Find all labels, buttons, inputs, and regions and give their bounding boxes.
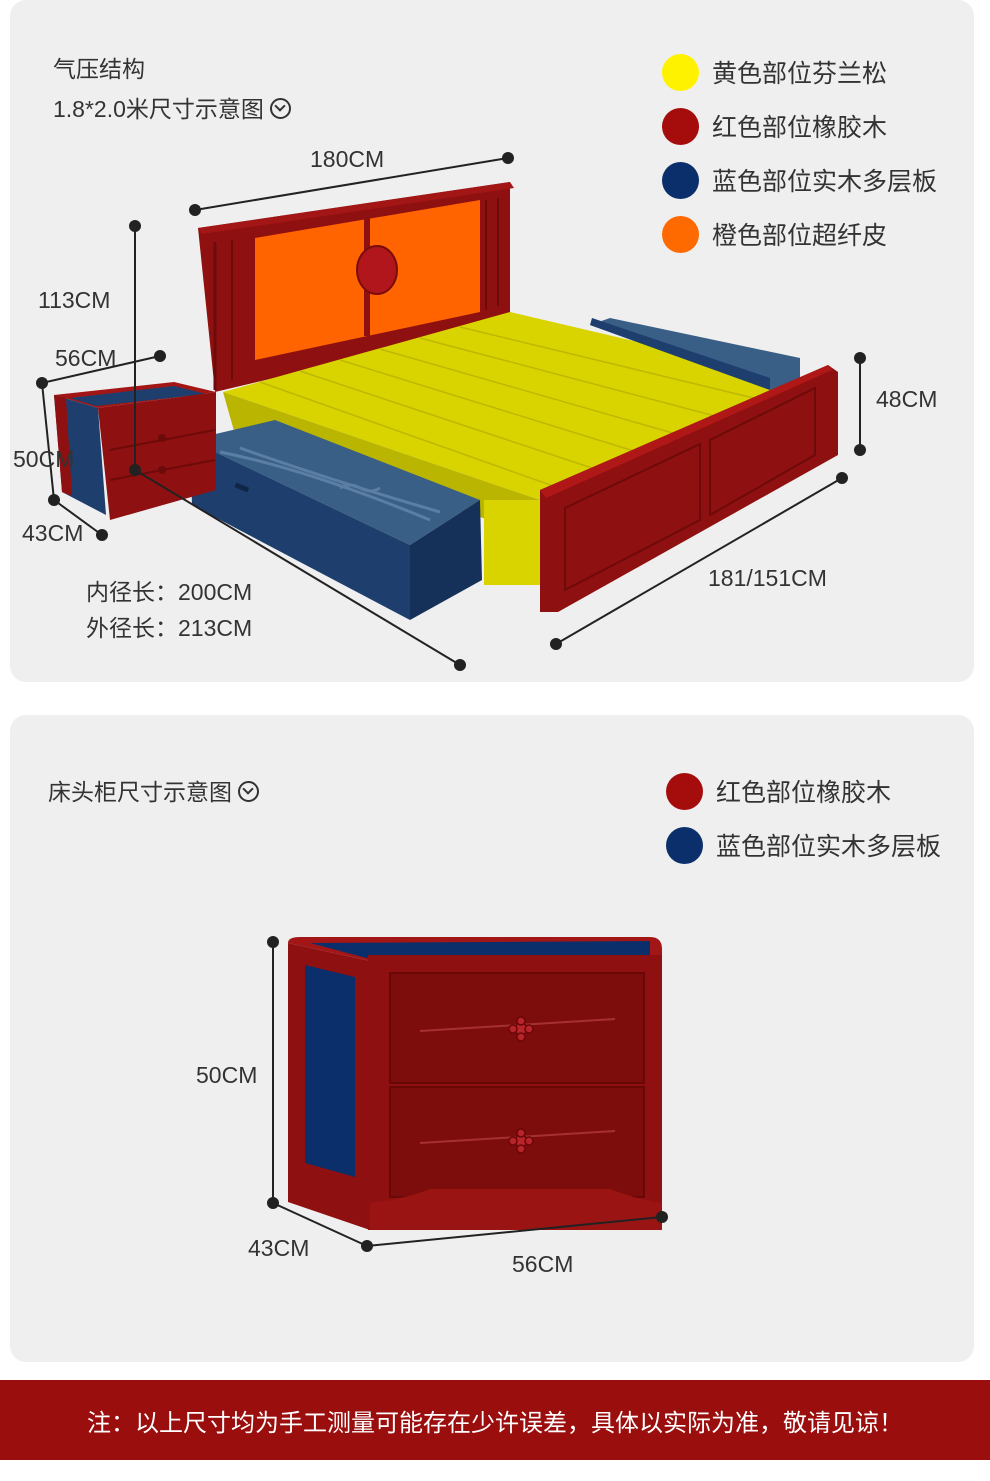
legend-label: 橙色部位超纤皮: [712, 222, 888, 250]
bed-width-label: 180CM: [310, 146, 384, 172]
legend-label: 蓝色部位实木多层板: [712, 168, 938, 196]
bed-material-legend: 黄色部位芬兰松 红色部位橡胶木 蓝色部位实木多层板 橙色部位超纤皮: [662, 45, 937, 261]
legend-label: 红色部位橡胶木: [716, 779, 892, 807]
legend-item-red: 红色部位橡胶木: [666, 764, 941, 818]
bed-structure-title: 气压结构: [53, 56, 145, 82]
legend-label: 红色部位橡胶木: [712, 114, 888, 142]
blue-swatch: [666, 826, 703, 864]
storage-drawer: [190, 420, 482, 620]
legend-item-blue: 蓝色部位实木多层板: [662, 153, 937, 207]
legend-label: 蓝色部位实木多层板: [716, 833, 942, 861]
footboard-height-label: 48CM: [876, 386, 937, 412]
dimension-lines: [36, 152, 866, 671]
legend-item-orange: 橙色部位超纤皮: [662, 207, 937, 261]
bed-size-subtitle: 1.8*2.0米尺寸示意图: [53, 90, 291, 124]
measurement-note-text: 注：以上尺寸均为手工测量可能存在少许误差，具体以实际为准，敬请见谅！: [87, 1409, 903, 1437]
yellow-swatch: [662, 53, 699, 91]
nightstand-depth-label: 43CM: [248, 1235, 309, 1261]
nightstand-diagram: 50CM 43CM 56CM: [196, 936, 668, 1277]
bed-dimension-panel: 气压结构 1.8*2.0米尺寸示意图 黄色部位芬兰松 红色部位橡胶木 蓝色部位实…: [10, 0, 974, 682]
nightstand-size-title: 床头柜尺寸示意图: [48, 773, 259, 807]
red-swatch: [666, 772, 703, 810]
blue-swatch: [662, 161, 699, 199]
nightstand-width-label: 56CM: [55, 345, 116, 371]
nightstand-material-legend: 红色部位橡胶木 蓝色部位实木多层板: [666, 764, 941, 872]
nightstand-depth-label: 43CM: [22, 520, 83, 546]
chevron-down-circle-icon: [238, 781, 259, 802]
bed-diagram: 180CM 113CM 56CM 50CM 43CM 48CM 181/151C…: [13, 146, 937, 671]
headboard-height-label: 113CM: [38, 287, 110, 313]
orange-swatch: [662, 215, 699, 253]
nightstand-height-label: 50CM: [196, 1062, 257, 1088]
rear-storage-drawer: [590, 318, 800, 390]
outer-length-label: 外径长：213CM: [86, 615, 252, 641]
inner-length-label: 内径长：200CM: [86, 579, 252, 605]
chevron-down-circle-icon: [269, 98, 291, 119]
measurement-note-bar: 注：以上尺寸均为手工测量可能存在少许误差，具体以实际为准，敬请见谅！: [0, 1380, 990, 1460]
legend-label: 黄色部位芬兰松: [712, 60, 888, 88]
dimension-lines: [267, 936, 668, 1252]
legend-item-yellow: 黄色部位芬兰松: [662, 45, 937, 99]
legend-item-red: 红色部位橡胶木: [662, 99, 937, 153]
side-length-label: 181/151CM: [708, 565, 827, 591]
nightstand-dimension-panel: 床头柜尺寸示意图 红色部位橡胶木 蓝色部位实木多层板: [10, 715, 974, 1362]
nightstand-width-label: 56CM: [512, 1251, 573, 1277]
red-swatch: [662, 107, 699, 145]
footboard: [540, 365, 838, 612]
legend-item-blue: 蓝色部位实木多层板: [666, 818, 941, 872]
nightstand-height-label: 50CM: [13, 446, 74, 472]
nightstand-large: [288, 937, 662, 1230]
